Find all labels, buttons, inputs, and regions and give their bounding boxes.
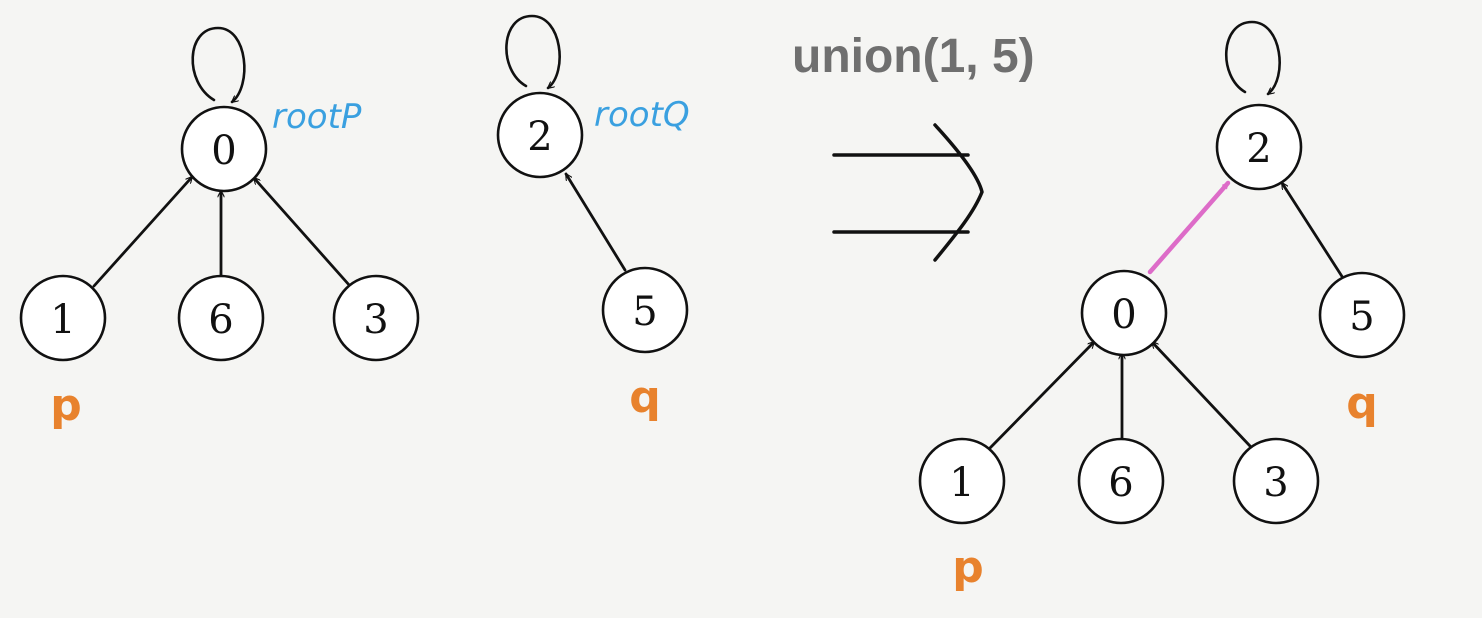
edge-5-to-2 [564, 174, 627, 272]
root-p-label: rootP [272, 97, 362, 137]
before-tree-p: 0 1 6 3 rootP p [19, 26, 420, 431]
node-child-5-label: 5 [632, 289, 657, 335]
root-q-label: rootQ [594, 95, 690, 135]
after-edge-1-to-0 [988, 340, 1096, 450]
after-node-1 [918, 437, 1006, 525]
node-child-6 [177, 274, 265, 362]
self-loop-after-root [1224, 20, 1281, 96]
after-node-5-label: 5 [1349, 294, 1374, 340]
edge-3-to-0 [252, 178, 352, 288]
after-node-middle-label: 0 [1111, 292, 1136, 338]
node-root-q-label: 2 [527, 114, 552, 160]
self-loop-root-q [505, 14, 561, 90]
pointer-q-label: q [629, 372, 661, 423]
edge-1-to-0 [92, 177, 194, 288]
implies-arrow-icon [832, 123, 984, 262]
after-edge-5-to-2 [1280, 183, 1345, 280]
node-child-5 [601, 266, 689, 354]
node-child-3-label: 3 [363, 297, 388, 343]
node-root-p-label: 0 [211, 128, 236, 174]
after-node-6-label: 6 [1108, 460, 1133, 506]
after-pointer-q-label: q [1346, 378, 1378, 429]
before-tree-q: 2 5 rootQ q [496, 14, 690, 423]
after-node-middle [1080, 269, 1168, 357]
after-node-root-label: 2 [1246, 126, 1271, 172]
new-edge-0-to-2 [1147, 180, 1231, 275]
after-node-3 [1232, 437, 1320, 525]
pointer-p-label: p [50, 380, 82, 431]
after-tree: 2 0 5 1 6 3 p q [918, 20, 1406, 593]
after-node-5 [1318, 271, 1406, 359]
after-node-root [1215, 103, 1303, 191]
node-child-1-label: 1 [50, 297, 75, 343]
after-node-3-label: 3 [1263, 460, 1288, 506]
after-node-6 [1077, 437, 1165, 525]
node-child-1 [19, 274, 107, 362]
after-pointer-p-label: p [952, 542, 984, 593]
node-child-6-label: 6 [208, 297, 233, 343]
node-root-p [180, 105, 268, 193]
self-loop-root-p [191, 26, 246, 104]
node-root-q [496, 91, 584, 179]
after-edge-3-to-0 [1150, 342, 1252, 448]
after-node-1-label: 1 [949, 460, 974, 506]
title: union(1, 5) [792, 30, 1035, 83]
node-child-3 [332, 274, 420, 362]
